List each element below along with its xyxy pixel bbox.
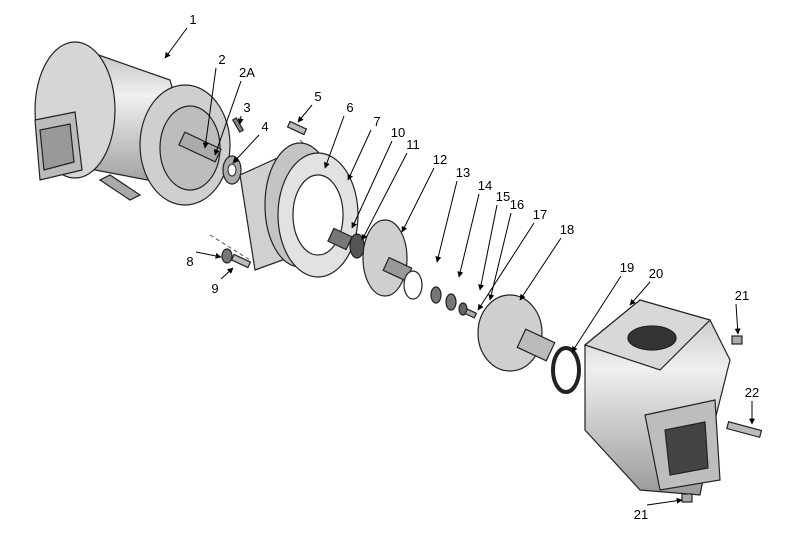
- callout-label: 4: [261, 119, 268, 134]
- motor: [34, 41, 231, 206]
- washer-15: [445, 293, 457, 311]
- shaft-seal: [327, 227, 353, 251]
- bolt-9: [230, 253, 252, 269]
- key: [231, 117, 245, 133]
- callout-label: 2: [218, 52, 225, 67]
- callout-label: 14: [478, 178, 492, 193]
- callout-leader: [519, 237, 562, 301]
- callout-leader: [435, 180, 458, 263]
- callout-label: 5: [314, 89, 321, 104]
- pump-casing: [583, 299, 731, 496]
- callout-label: 13: [456, 165, 470, 180]
- bolt-22: [726, 421, 763, 439]
- callout-label: 3: [243, 100, 250, 115]
- callout-leader: [164, 27, 188, 59]
- callout-label: 19: [620, 260, 634, 275]
- callout-leader: [457, 193, 480, 278]
- callout-leader: [232, 134, 260, 164]
- callout-leader: [629, 281, 651, 306]
- callout-label: 8: [186, 254, 193, 269]
- impeller: [362, 219, 413, 297]
- callout-label: 21: [634, 507, 648, 522]
- callout-label: 10: [391, 125, 405, 140]
- callout-leader: [202, 67, 217, 149]
- callout-leader: [351, 140, 393, 229]
- callout-leader: [213, 80, 242, 156]
- callout-label: 1: [189, 12, 196, 27]
- callout-leader: [477, 222, 535, 311]
- callout-label: 17: [533, 207, 547, 222]
- callout-label: 18: [560, 222, 574, 237]
- callout-leader: [237, 115, 244, 125]
- callout-leader: [478, 204, 498, 291]
- callout-leader: [401, 167, 435, 233]
- callout-leader: [646, 497, 683, 506]
- seal-seat: [349, 233, 365, 259]
- callout-leader: [734, 303, 741, 335]
- callout-label: 16: [510, 197, 524, 212]
- impeller-bolt: [464, 308, 478, 319]
- o-ring: [551, 346, 581, 394]
- callout-leader: [195, 251, 222, 259]
- callout-leader: [571, 275, 622, 353]
- callout-label: 6: [346, 100, 353, 115]
- callout-leader: [297, 104, 313, 123]
- callout-label: 2A: [239, 65, 255, 80]
- drain-plug-bottom: [681, 493, 693, 503]
- callout-leader: [324, 115, 345, 169]
- callout-label: 15: [496, 189, 510, 204]
- callout-label: 20: [649, 266, 663, 281]
- diffuser: [477, 294, 556, 372]
- callout-label: 22: [745, 385, 759, 400]
- wear-ring: [403, 270, 423, 300]
- callout-label: 12: [433, 152, 447, 167]
- callout-leader: [220, 267, 234, 280]
- washer-14: [430, 286, 442, 304]
- callout-leader: [361, 152, 408, 241]
- drain-plug-top: [731, 335, 743, 345]
- callout-label: 9: [211, 281, 218, 296]
- lock-washer: [221, 248, 233, 264]
- bolt-5: [286, 120, 308, 136]
- callout-label: 21: [735, 288, 749, 303]
- callout-label: 7: [373, 114, 380, 129]
- callout-label: 11: [406, 137, 420, 152]
- callout-leader: [347, 129, 372, 181]
